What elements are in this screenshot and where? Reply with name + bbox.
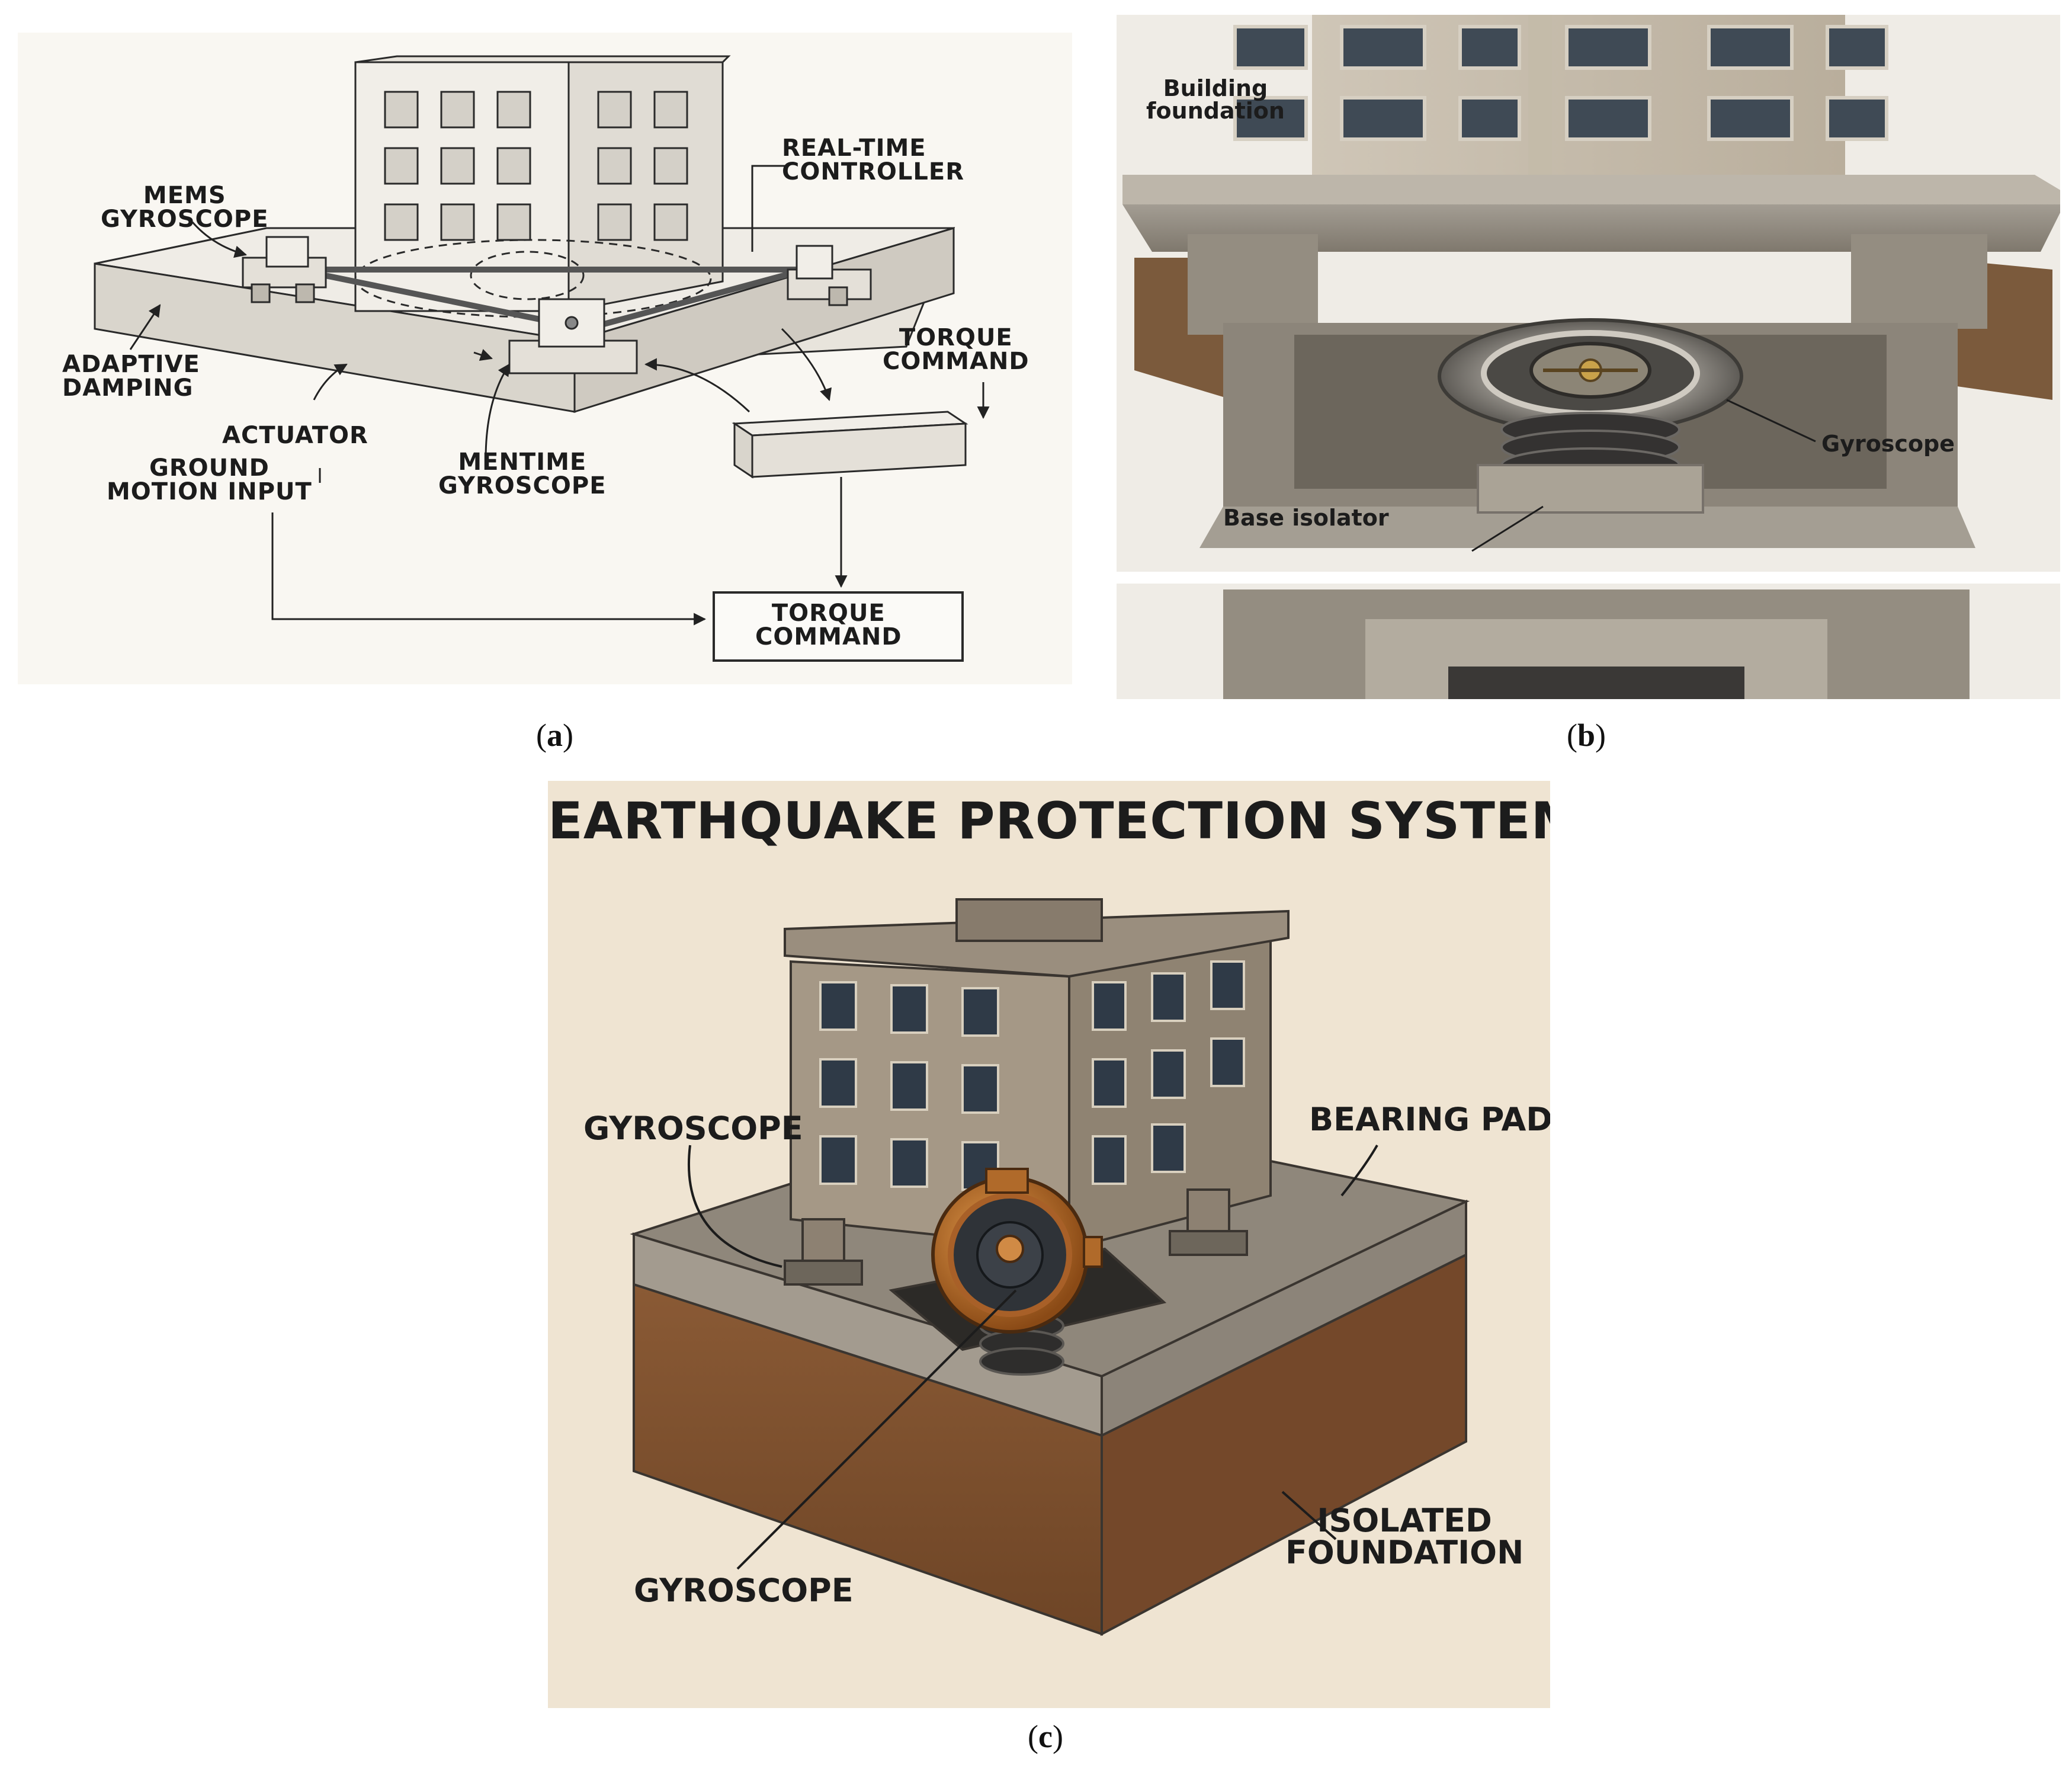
- label-isolated-foundation: ISOLATED FOUNDATION: [1285, 1502, 1524, 1571]
- label-bearing-pads: BEARING PADS: [1309, 1101, 1550, 1138]
- panel-c-illustration: EARTHQUAKE PROTECTION SYSTEM GYROSCOPE B…: [548, 781, 1550, 1708]
- panel-b-render: Building foundation Gyroscope Base isola…: [1117, 15, 2060, 699]
- line-ground-input: [271, 512, 707, 626]
- label-gyroscope-b: Gyroscope: [1821, 431, 1955, 457]
- building-side: [567, 61, 724, 312]
- building-roof: [355, 55, 731, 63]
- label-torque-command-upper: TORQUE COMMAND: [883, 324, 1029, 375]
- label-base-isolator: Base isolator: [1223, 505, 1389, 531]
- label-mentime-gyroscope: MENTIME GYROSCOPE: [438, 448, 607, 499]
- line-controller: [751, 165, 788, 252]
- caption-b: (b): [1567, 717, 1606, 753]
- arrow-curve-ctrl: [644, 358, 750, 413]
- caption-b-letter: b: [1577, 717, 1596, 753]
- leader-bearing-pads: [1340, 1145, 1378, 1197]
- caption-a: (a): [536, 717, 573, 753]
- caption-c-letter: c: [1038, 1719, 1053, 1754]
- label-mems-gyroscope: MEMS GYROSCOPE: [101, 182, 269, 233]
- label-gyroscope-bottom: GYROSCOPE: [634, 1572, 854, 1609]
- panel-c-title: EARTHQUAKE PROTECTION SYSTEM: [548, 792, 1550, 851]
- label-ground-motion-input: GROUND MOTION INPUT: [107, 454, 312, 505]
- soil-right-c: [1101, 1252, 1467, 1636]
- label-real-time-controller: REAL-TIME CONTROLLER: [782, 134, 965, 185]
- leader-gyroscope-left: [687, 1145, 782, 1268]
- torque-command-box-outline: [713, 591, 964, 662]
- panel-a-drawing: [94, 55, 990, 662]
- leader-isolated-foundation: [1281, 1491, 1337, 1540]
- caption-a-letter: a: [546, 717, 563, 753]
- arrow-mentime: [485, 363, 511, 460]
- label-gyroscope-left: GYROSCOPE: [583, 1110, 803, 1147]
- label-torque-command-box: TORQUE COMMAND: [755, 600, 902, 651]
- arrow-mems: [191, 222, 248, 258]
- panel-c-drawing: [630, 898, 1470, 1636]
- label-building-foundation: Building foundation: [1146, 75, 1285, 124]
- gyro-box-left: [242, 236, 327, 303]
- label-actuator: ACTUATOR: [222, 422, 368, 449]
- gyro-box-center: [508, 298, 638, 374]
- label-adaptive-damping: ADAPTIVE DAMPING: [62, 351, 200, 402]
- caption-c: (c): [1028, 1719, 1063, 1754]
- arrow-adaptive: [129, 304, 161, 350]
- arrow-curve-right: [781, 328, 832, 401]
- arrow-small-center: [473, 349, 493, 361]
- controller-box-side: [751, 422, 967, 478]
- leader-gyroscope-bottom: [736, 1289, 1017, 1570]
- arrow-actuator: [313, 363, 348, 401]
- panel-a-schematic: MEMS GYROSCOPE REAL-TIME CONTROLLER ADAP…: [18, 33, 1072, 684]
- gyro-box-right: [787, 245, 872, 306]
- panel-b-drawing: [1117, 15, 2060, 699]
